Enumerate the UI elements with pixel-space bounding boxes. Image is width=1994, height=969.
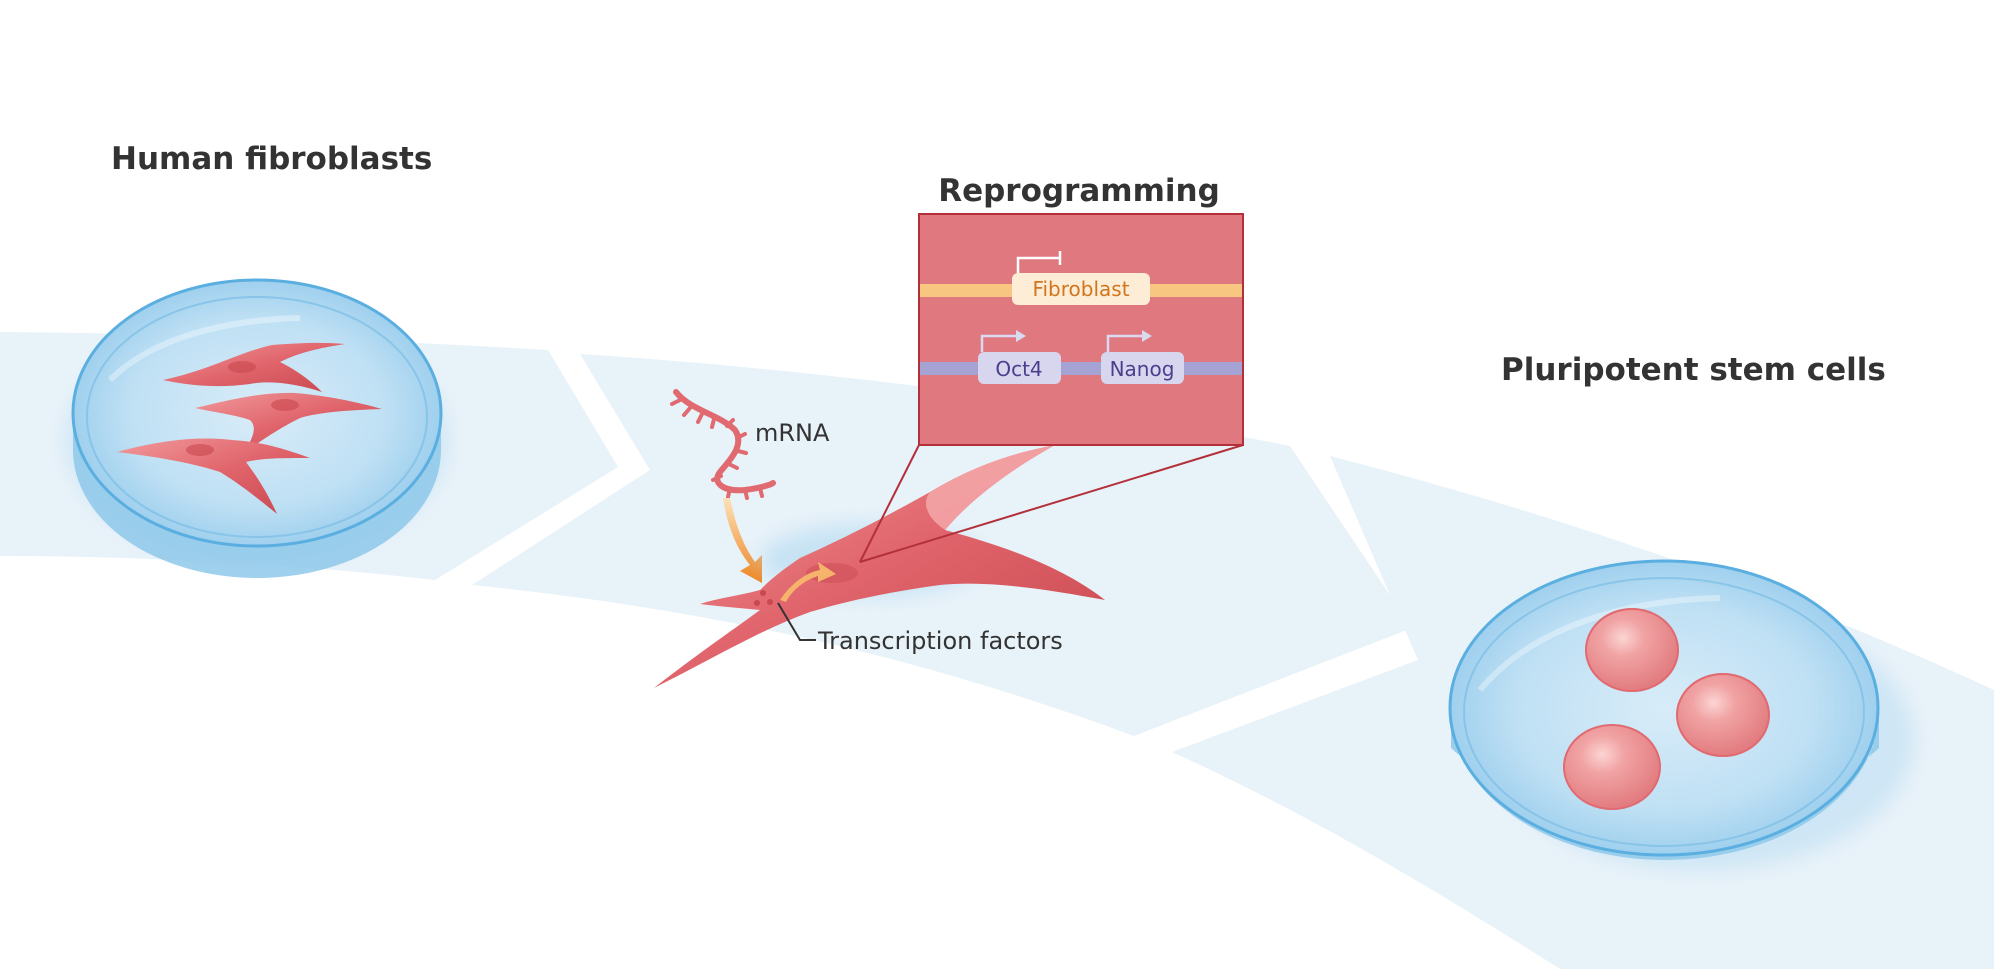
stem-cell: [1585, 608, 1679, 692]
reprogramming-inset: Fibroblast Oct4 Nanog: [918, 213, 1244, 446]
zoom-lines: [859, 444, 1244, 563]
transcription-factors-label: Transcription factors: [817, 627, 1063, 655]
mrna-delivery-arrow: [723, 498, 762, 583]
gene-box-fibroblast: Fibroblast: [1012, 273, 1150, 305]
stage-title-reprogramming: Reprogramming: [938, 173, 1220, 209]
repression-marker-icon: [1016, 256, 1060, 274]
activation-arrow-icon: [980, 330, 1026, 352]
fibroblast-cell: [195, 392, 382, 452]
gene-label-nanog: Nanog: [1110, 357, 1175, 381]
fibroblast-dish: [67, 278, 447, 578]
fibroblast-cell: [117, 438, 310, 514]
stem-cell: [1676, 673, 1770, 757]
gene-box-nanog: Nanog: [1101, 352, 1184, 384]
stage-title-pluripotent-stem-cells: Pluripotent stem cells: [1501, 352, 1886, 388]
stem-cell-dish: [1448, 559, 1914, 870]
stage-title-human-fibroblasts: Human fibroblasts: [111, 141, 432, 177]
mrna-strand: [670, 389, 776, 500]
gene-label-fibroblast: Fibroblast: [1032, 277, 1129, 301]
fibroblast-cell: [163, 342, 345, 392]
mrna-label: mRNA: [755, 419, 830, 447]
pluripotency-gene-strand: [920, 362, 1242, 375]
nuclear-import-arrow: [780, 562, 836, 602]
activation-arrow-icon: [1106, 330, 1152, 352]
transcription-factors-leader: [777, 602, 816, 641]
gene-label-oct4: Oct4: [995, 357, 1042, 381]
gene-box-oct4: Oct4: [978, 352, 1061, 384]
stem-cell: [1563, 724, 1661, 810]
